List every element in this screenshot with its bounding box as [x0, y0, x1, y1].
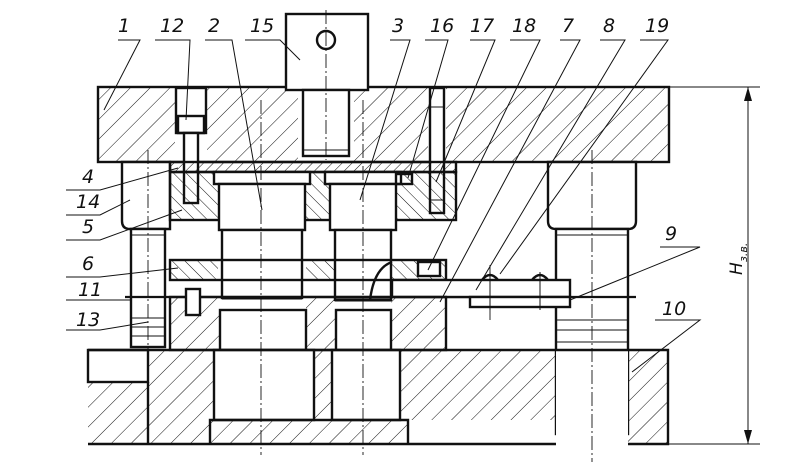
callout-9: 9	[665, 223, 677, 245]
lower-plate	[86, 348, 670, 446]
callout-6: 6	[82, 253, 94, 275]
leader-lines-top	[103, 39, 669, 303]
dimension-symbol: H	[727, 262, 747, 275]
callout-1: 1	[118, 15, 130, 37]
callout-11: 11	[78, 279, 102, 301]
callout-10: 10	[662, 298, 686, 320]
leader-lines-right	[569, 246, 702, 373]
guide-bushing-left	[120, 160, 172, 349]
callout-5: 5	[82, 216, 94, 238]
backing-plate	[168, 160, 458, 174]
callout-13: 13	[76, 309, 100, 331]
shank	[284, 12, 370, 158]
callout-14: 14	[76, 191, 100, 213]
callout-18: 18	[512, 15, 536, 37]
leader-lines-left	[66, 167, 183, 331]
callout-2: 2	[208, 15, 220, 37]
callout-3: 3	[392, 15, 404, 37]
dimension-label: H з.в.	[727, 243, 750, 275]
callout-19: 19	[645, 15, 669, 37]
callout-17: 17	[470, 15, 494, 37]
stripper-plate	[168, 258, 448, 282]
callout-16: 16	[430, 15, 454, 37]
dimension-subscript: з.в.	[737, 243, 750, 262]
callouts-top: 1 12 2 15 3 16 17 18 7 8 19	[118, 15, 669, 37]
callouts-right: 9 10	[662, 223, 686, 320]
callout-8: 8	[603, 15, 615, 37]
height-dimension	[668, 86, 760, 445]
callout-7: 7	[562, 15, 574, 37]
center-lines	[147, 10, 593, 462]
callouts-left: 4 14 5 6 11 13	[76, 166, 102, 331]
callout-12: 12	[160, 15, 184, 37]
callout-15: 15	[250, 15, 274, 37]
callout-4: 4	[82, 166, 94, 188]
